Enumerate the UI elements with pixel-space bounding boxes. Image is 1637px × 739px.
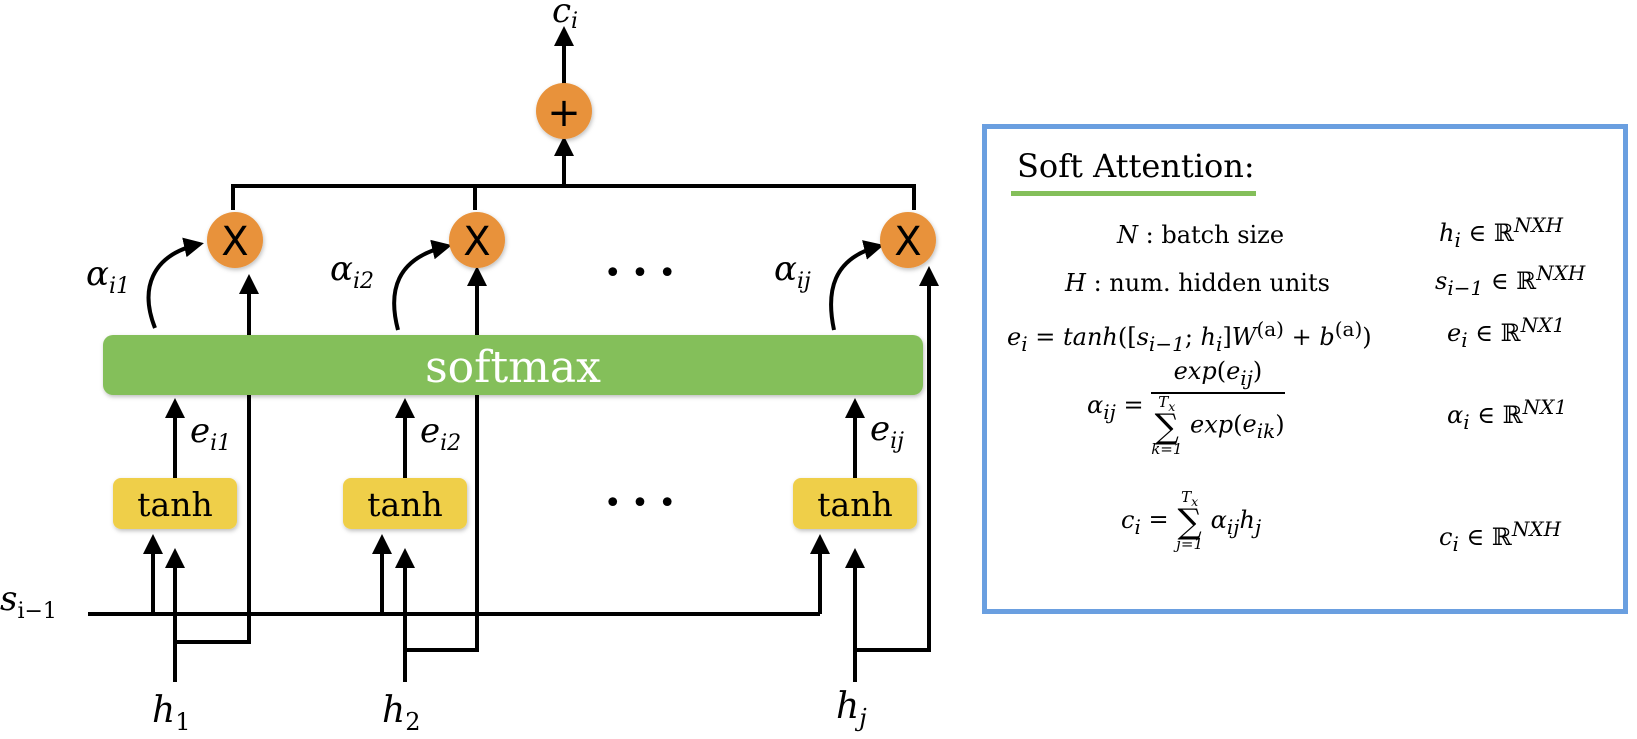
product-bus-line bbox=[231, 184, 916, 210]
tanh-label-j: tanh bbox=[817, 485, 892, 524]
multiply-symbol-1: X bbox=[221, 219, 248, 265]
ellipsis-top: • • • bbox=[604, 256, 676, 291]
e-label-1: ei1 bbox=[190, 411, 231, 456]
multiply-node-1: X bbox=[207, 212, 263, 268]
tanh-box-j: tanh bbox=[793, 478, 917, 529]
connector-lines bbox=[88, 26, 939, 682]
alphaj-arrow bbox=[829, 240, 884, 331]
state-label: si−1 bbox=[0, 579, 57, 624]
alpha2-arrow bbox=[392, 239, 452, 331]
tanh-label-2: tanh bbox=[367, 485, 442, 524]
tanh-box-1: tanh bbox=[113, 478, 237, 529]
h2-to-mult2-arrow bbox=[405, 266, 487, 652]
multiply-symbol-2: X bbox=[463, 219, 490, 265]
context-equation: ci = Tx∑j=1 αijhj bbox=[1121, 488, 1262, 553]
e-label-j: eij bbox=[870, 409, 904, 454]
multiply-node-2: X bbox=[449, 212, 505, 268]
multiply-symbol-j: X bbox=[894, 219, 921, 265]
h-label-2: h2 bbox=[382, 690, 420, 736]
hj-to-multj-arrow bbox=[855, 266, 939, 652]
h1-to-mult1-arrow bbox=[175, 274, 259, 644]
softmax-layer: softmax bbox=[103, 335, 923, 395]
e-label-2: ei2 bbox=[420, 411, 461, 456]
ellipsis-bottom: • • • bbox=[604, 486, 676, 521]
alpha-equation: αij = exp(eij) Tx∑k=1 exp(eik) bbox=[1087, 357, 1285, 458]
multiply-node-j: X bbox=[880, 212, 936, 268]
soft-attention-panel: Soft Attention: N : batch size hi ∈ ℝNXH… bbox=[982, 124, 1628, 614]
h-label-1: h1 bbox=[152, 690, 190, 736]
attention-diagram: softmax tanh tanh tanh X X X + • • • • •… bbox=[0, 0, 939, 736]
alpha-dimension: αi ∈ ℝNX1 bbox=[1447, 395, 1568, 434]
alpha-label-j: αij bbox=[774, 249, 811, 294]
s-dimension: si−1 ∈ ℝNXH bbox=[1435, 261, 1586, 300]
panel-title: Soft Attention: bbox=[1017, 147, 1255, 185]
batch-size-definition: N : batch size bbox=[1117, 221, 1285, 249]
tanh-box-2: tanh bbox=[343, 478, 467, 529]
h-label-j: hj bbox=[836, 686, 867, 732]
tanh-label-1: tanh bbox=[137, 485, 212, 524]
alpha-label-1: αi1 bbox=[86, 254, 130, 299]
sum-symbol: + bbox=[547, 90, 581, 136]
c-dimension: ci ∈ ℝNXH bbox=[1439, 517, 1562, 556]
softmax-label: softmax bbox=[425, 342, 601, 393]
e-dimension: ei ∈ ℝNX1 bbox=[1447, 313, 1566, 352]
alpha-label-2: αi2 bbox=[330, 249, 374, 294]
sum-node: + bbox=[536, 83, 592, 139]
alpha1-arrow bbox=[146, 237, 204, 329]
output-label: ci bbox=[552, 0, 578, 34]
title-underline bbox=[1011, 191, 1256, 196]
energy-equation: ei = tanh([si−1; hi]W(a) + b(a)) bbox=[1007, 317, 1372, 356]
hidden-units-definition: H : num. hidden units bbox=[1065, 269, 1330, 297]
h-dimension: hi ∈ ℝNXH bbox=[1439, 213, 1564, 252]
